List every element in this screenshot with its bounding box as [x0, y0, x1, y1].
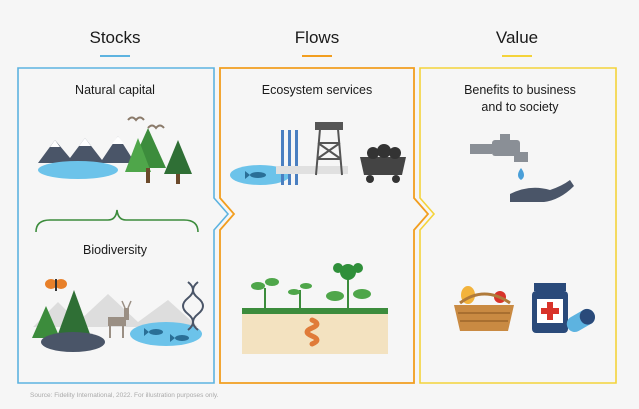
fish-icon	[245, 171, 266, 179]
trees-icon	[125, 128, 192, 184]
basket-icon	[454, 286, 514, 331]
fish-icon	[144, 328, 189, 342]
worm-icon	[304, 317, 320, 347]
tap-hand-illustration	[470, 134, 574, 202]
tap-icon	[470, 134, 528, 162]
coal-cart-icon	[360, 144, 406, 183]
source-note: Source: Fidelity International, 2022. Fo…	[30, 392, 219, 399]
flows-frame	[219, 67, 430, 384]
brace-icon	[35, 209, 199, 233]
deer-icon	[108, 300, 132, 338]
plants-icon	[251, 263, 371, 308]
birds-icon	[127, 116, 165, 130]
hand-icon	[510, 180, 574, 202]
stocks-underline	[100, 55, 130, 57]
header-value: Value	[495, 28, 539, 47]
ecosystem-services-bottom-illustration	[242, 263, 388, 354]
ecosystem-services-label: Ecosystem services	[261, 83, 373, 97]
mountains-icon	[38, 136, 135, 163]
mine-tower-icon	[315, 122, 343, 176]
header-flows: Flows	[294, 28, 340, 47]
ecosystem-services-top-illustration	[230, 122, 406, 185]
biodiversity-illustration	[32, 279, 204, 352]
trees-icon	[32, 290, 90, 338]
benefits-label-2: and to society	[481, 100, 559, 114]
biodiversity-label: Biodiversity	[83, 243, 147, 257]
value-frame	[419, 67, 617, 384]
natural-capital-label: Natural capital	[75, 83, 155, 97]
basket-medicine-illustration	[454, 283, 595, 333]
dna-icon	[182, 281, 204, 331]
flows-underline	[302, 55, 332, 57]
stocks-frame	[17, 67, 230, 384]
water-pipes-icon	[281, 130, 298, 185]
medicine-icon	[532, 283, 595, 333]
header-stocks: Stocks	[89, 28, 141, 47]
butterfly-icon	[45, 279, 67, 291]
value-underline	[502, 55, 532, 57]
lake-icon	[38, 161, 118, 179]
natural-capital-illustration	[38, 116, 192, 184]
water-drop-icon	[518, 168, 524, 180]
benefits-label-1: Benefits to business	[464, 83, 576, 97]
